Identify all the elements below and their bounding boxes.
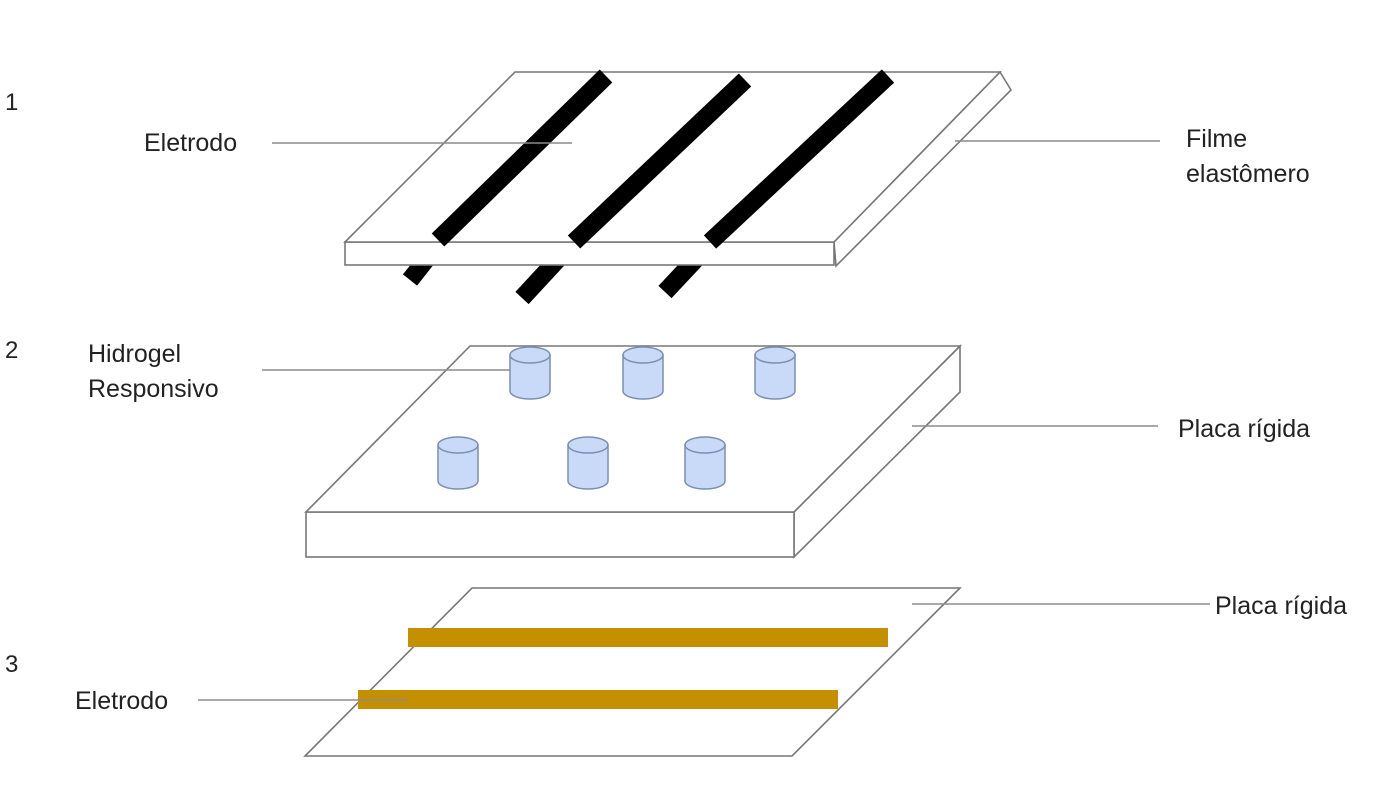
hydrogel-cylinder: [684, 436, 726, 490]
layer-2: 2 Hidrogel Responsivo Placa rígida: [5, 337, 1310, 559]
layer-1: 1 Eletrodo Filme elastômero: [5, 69, 1310, 305]
label-hydrogel-line2: Responsivo: [88, 375, 219, 403]
label-film-line2: elastômero: [1186, 160, 1310, 188]
label-plate-3: Placa rígida: [1215, 592, 1347, 620]
label-hydrogel-line1: Hidrogel: [88, 340, 181, 368]
layer-3: 3 Placa rígida Eletrodo: [5, 587, 1347, 757]
film-front-side: [344, 241, 835, 266]
gold-electrode-1: [408, 628, 888, 647]
plate2-front-side: [305, 511, 795, 558]
label-film-line1: Filme: [1186, 125, 1247, 153]
label-electrode-1: Eletrodo: [144, 129, 237, 157]
layer-number-1: 1: [5, 89, 18, 116]
layer-number-3: 3: [5, 651, 18, 678]
black-electrode-1: [431, 69, 613, 247]
hydrogel-cylinder: [567, 436, 609, 490]
hydrogel-cylinder: [437, 436, 479, 490]
hydrogel-cylinder: [622, 346, 664, 400]
label-plate-2: Placa rígida: [1178, 415, 1310, 443]
gold-electrode-2: [358, 690, 838, 709]
black-electrode-3: [703, 69, 895, 249]
black-electrodes-top: [431, 69, 895, 249]
black-electrode-2: [567, 73, 752, 249]
hydrogel-cylinders: [437, 346, 796, 490]
hydrogel-cylinder: [509, 346, 551, 400]
label-electrode-3: Eletrodo: [75, 687, 168, 715]
layer-number-2: 2: [5, 337, 18, 364]
plate3-surface: [303, 587, 962, 757]
hydrogel-cylinder: [754, 346, 796, 400]
